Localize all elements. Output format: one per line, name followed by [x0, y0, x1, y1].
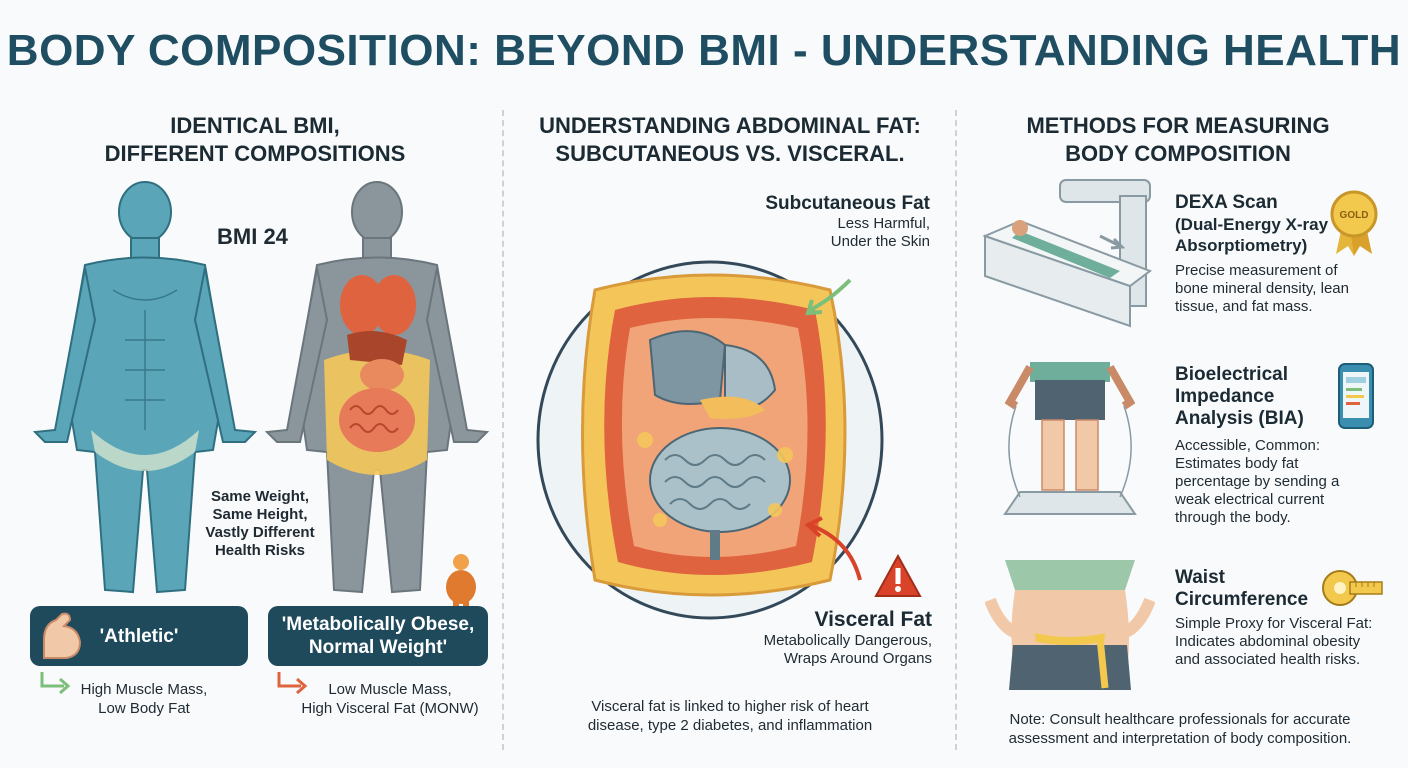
- same-line4: Health Risks: [214, 542, 306, 559]
- flexed-arm-icon: [43, 612, 82, 659]
- page-title: BODY COMPOSITION: BEYOND BMI - UNDERSTAN…: [6, 26, 1402, 75]
- right-heading: METHODS FOR MEASURING BODY COMPOSITION: [968, 112, 1388, 168]
- same-line2: Same Height,: [212, 506, 308, 523]
- visceral-footer: Visceral fat is linked to higher risk of…: [540, 697, 920, 735]
- person-icon: [446, 554, 476, 613]
- monw-line1: 'Metabolically Obese,: [281, 614, 475, 635]
- waist-measure-illustration: [985, 560, 1155, 690]
- monw-body-illustration: [264, 181, 490, 594]
- dexa-title1: DEXA Scan: [1175, 192, 1278, 213]
- waist-text3: and associated health risks.: [1175, 651, 1361, 668]
- waist-title-block: Waist Circumference: [1175, 567, 1345, 611]
- bia-text3: percentage by sending a: [1175, 473, 1340, 490]
- subcutaneous-line1: Less Harmful,: [837, 215, 930, 232]
- bia-text5: through the body.: [1175, 509, 1291, 526]
- dexa-text1: Precise measurement of: [1175, 262, 1338, 279]
- athletic-description: High Muscle Mass, Low Body Fat: [64, 680, 224, 718]
- middle-heading-line2: SUBCUTANEOUS VS. VISCERAL.: [555, 141, 905, 166]
- dexa-text3: tissue, and fat mass.: [1175, 298, 1313, 315]
- same-line1: Same Weight,: [210, 488, 310, 505]
- warning-icon: [874, 553, 922, 597]
- note-line1: Note: Consult healthcare professionals f…: [1009, 711, 1351, 728]
- visceral-title: Visceral Fat: [814, 608, 932, 631]
- left-heading: IDENTICAL BMI, DIFFERENT COMPOSITIONS: [20, 112, 490, 168]
- monw-description: Low Muscle Mass, High Visceral Fat (MONW…: [300, 680, 480, 718]
- dexa-description: Precise measurement of bone mineral dens…: [1175, 262, 1375, 316]
- subcutaneous-callout: Subcutaneous Fat Less Harmful, Under the…: [690, 193, 930, 251]
- consult-note: Note: Consult healthcare professionals f…: [975, 710, 1385, 748]
- visceral-footer-line1: Visceral fat is linked to higher risk of…: [591, 698, 869, 715]
- abdominal-cross-section: [536, 260, 884, 620]
- athletic-label: 'Athletic': [99, 625, 179, 647]
- bia-title1: Bioelectrical: [1175, 364, 1288, 385]
- arrow-icon: [40, 672, 71, 695]
- waist-description: Simple Proxy for Visceral Fat: Indicates…: [1175, 615, 1390, 669]
- same-weight-note: Same Weight, Same Height, Vastly Differe…: [192, 488, 328, 560]
- visceral-line2: Wraps Around Organs: [783, 650, 932, 667]
- arrow-icon: [277, 672, 308, 695]
- middle-heading-line1: UNDERSTANDING ABDOMINAL FAT:: [539, 113, 921, 138]
- waist-text2: Indicates abdominal obesity: [1175, 633, 1361, 650]
- gold-medal-icon: GOLD: [1330, 190, 1378, 256]
- bia-text2: Estimates body fat: [1175, 455, 1299, 472]
- subcutaneous-title: Subcutaneous Fat: [765, 193, 930, 214]
- bia-title2: Impedance: [1175, 386, 1275, 407]
- same-line3: Vastly Different: [205, 524, 315, 541]
- tape-measure-icon: [1322, 570, 1383, 606]
- dexa-scanner-illustration: [982, 179, 1153, 328]
- middle-heading: UNDERSTANDING ABDOMINAL FAT: SUBCUTANEOU…: [510, 112, 950, 168]
- monw-desc1: Low Muscle Mass,: [328, 681, 452, 698]
- dexa-title-block: DEXA Scan (Dual-Energy X-ray Absorptiome…: [1175, 192, 1335, 256]
- visceral-callout: Visceral Fat Metabolically Dangerous, Wr…: [690, 608, 932, 668]
- visceral-line1: Metabolically Dangerous,: [763, 632, 932, 649]
- note-line2: assessment and interpretation of body co…: [1008, 730, 1352, 747]
- gold-badge-text: GOLD: [1340, 210, 1369, 221]
- bia-text1: Accessible, Common:: [1175, 437, 1321, 454]
- monw-line2: Normal Weight': [308, 637, 448, 658]
- visceral-footer-line2: disease, type 2 diabetes, and inflammati…: [587, 717, 873, 734]
- column-divider-1: [502, 110, 504, 750]
- bia-text4: weak electrical current: [1175, 491, 1325, 508]
- bia-scale-illustration: [1003, 362, 1137, 515]
- bmi-label: BMI 24: [217, 224, 288, 249]
- left-heading-line2: DIFFERENT COMPOSITIONS: [104, 141, 406, 166]
- phone-app-icon: [1338, 363, 1374, 429]
- monw-pill: 'Metabolically Obese, Normal Weight': [268, 606, 488, 666]
- dexa-title3: Absorptiometry): [1175, 236, 1308, 255]
- waist-title2: Circumference: [1175, 589, 1309, 610]
- column-divider-2: [955, 110, 957, 750]
- right-heading-line2: BODY COMPOSITION: [1065, 141, 1291, 166]
- bia-description: Accessible, Common: Estimates body fat p…: [1175, 437, 1375, 527]
- waist-title1: Waist: [1175, 567, 1225, 588]
- waist-text1: Simple Proxy for Visceral Fat:: [1175, 615, 1373, 632]
- athletic-desc2: Low Body Fat: [98, 700, 190, 717]
- left-heading-line1: IDENTICAL BMI,: [170, 113, 340, 138]
- athletic-desc1: High Muscle Mass,: [80, 681, 208, 698]
- athletic-body-illustration: [32, 181, 258, 594]
- dexa-text2: bone mineral density, lean: [1175, 280, 1349, 297]
- monw-desc2: High Visceral Fat (MONW): [301, 700, 479, 717]
- dexa-title2: (Dual-Energy X-ray: [1175, 215, 1329, 234]
- subcutaneous-line2: Under the Skin: [830, 233, 930, 250]
- bia-title3: Analysis (BIA): [1175, 408, 1304, 429]
- bia-title-block: Bioelectrical Impedance Analysis (BIA): [1175, 364, 1335, 430]
- right-heading-line1: METHODS FOR MEASURING: [1026, 113, 1330, 138]
